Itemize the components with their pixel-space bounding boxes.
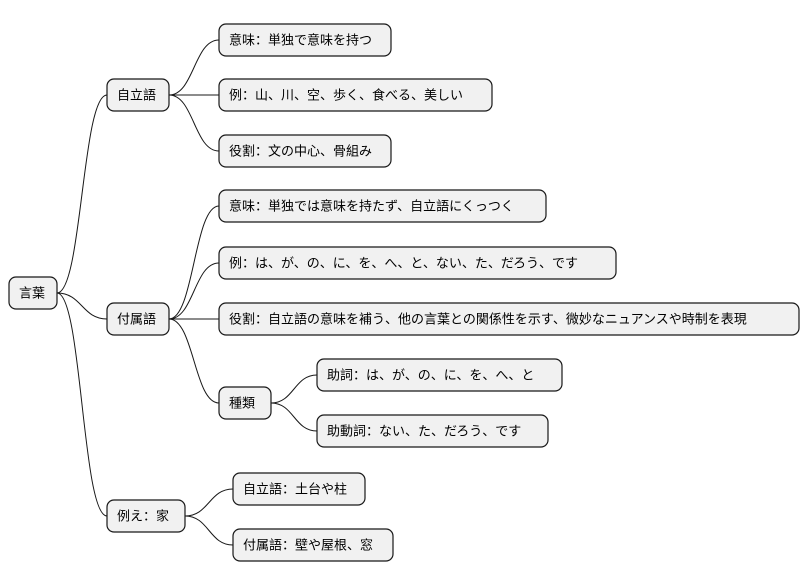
node-kinds-jodoushi: 助動詞：ない、た、だろう、です [316, 414, 549, 448]
edge-jiritsugo-to-jiritsugo-meaning [168, 39, 220, 96]
node-jiritsugo-label: 自立語 [117, 88, 156, 104]
node-fuzokugo-role: 役割：自立語の意味を補う、他の言葉との関係性を示す、微妙なニュアンスや時制を表現 [218, 302, 800, 336]
node-analogy-jiritsugo-label: 自立語：土台や柱 [243, 482, 347, 498]
edge-root-to-analogy [56, 292, 108, 517]
node-fuzokugo-role-label: 役割：自立語の意味を補う、他の言葉との関係性を示す、微妙なニュアンスや時制を表現 [229, 312, 747, 328]
node-kinds-joshi-label: 助詞：は、が、の、に、を、へ、と [327, 369, 534, 384]
edge-analogy-to-analogy-jiritsugo [184, 488, 234, 517]
edge-fuzokugo-to-fuzokugo-kinds [168, 318, 220, 404]
node-kinds-jodoushi-label: 助動詞：ない、た、だろう、です [327, 425, 521, 440]
edge-fuzokugo-to-fuzokugo-meaning [168, 205, 220, 320]
node-fuzokugo-kinds: 種類 [218, 386, 272, 420]
node-analogy-fuzokugo: 付属語：壁や屋根、窓 [232, 528, 394, 562]
node-fuzokugo-meaning: 意味：単独では意味を持たず、自立語にくっつく [218, 189, 547, 223]
node-root-label: 言葉 [19, 287, 45, 302]
edge-jiritsugo-to-jiritsugo-role [168, 94, 220, 152]
edge-fuzokugo-kinds-to-kinds-jodoushi [270, 402, 318, 432]
node-kinds-joshi: 助詞：は、が、の、に、を、へ、と [316, 358, 563, 392]
node-jiritsugo: 自立語 [106, 78, 170, 112]
node-root: 言葉 [8, 276, 58, 310]
node-fuzokugo: 付属語 [106, 302, 170, 336]
node-analogy-label: 例え：家 [117, 509, 169, 525]
node-jiritsugo-examples: 例：山、川、空、歩く、食べる、美しい [218, 78, 493, 112]
mindmap-edges [56, 39, 318, 546]
node-fuzokugo-meaning-label: 意味：単独では意味を持たず、自立語にくっつく [229, 199, 514, 215]
node-jiritsugo-role-label: 役割：文の中心、骨組み [229, 144, 372, 160]
node-jiritsugo-meaning-label: 意味：単独で意味を持つ [229, 33, 372, 49]
node-jiritsugo-role: 役割：文の中心、骨組み [218, 134, 392, 168]
edge-root-to-jiritsugo [56, 94, 108, 294]
node-analogy-fuzokugo-label: 付属語：壁や屋根、窓 [243, 538, 373, 554]
node-fuzokugo-kinds-label: 種類 [229, 396, 255, 412]
node-fuzokugo-examples-label: 例：は、が、の、に、を、へ、と、ない、た、だろう、です [229, 257, 578, 272]
edge-fuzokugo-kinds-to-kinds-joshi [270, 374, 318, 404]
node-analogy-jiritsugo: 自立語：土台や柱 [232, 472, 366, 506]
node-jiritsugo-meaning: 意味：単独で意味を持つ [218, 23, 392, 57]
edge-analogy-to-analogy-fuzokugo [184, 515, 234, 546]
node-analogy: 例え：家 [106, 499, 186, 533]
edge-root-to-fuzokugo [56, 292, 108, 320]
node-fuzokugo-examples: 例：は、が、の、に、を、へ、と、ない、た、だろう、です [218, 246, 617, 280]
node-jiritsugo-examples-label: 例：山、川、空、歩く、食べる、美しい [229, 88, 463, 104]
node-fuzokugo-label: 付属語 [117, 312, 156, 328]
edge-fuzokugo-to-fuzokugo-examples [168, 262, 220, 320]
